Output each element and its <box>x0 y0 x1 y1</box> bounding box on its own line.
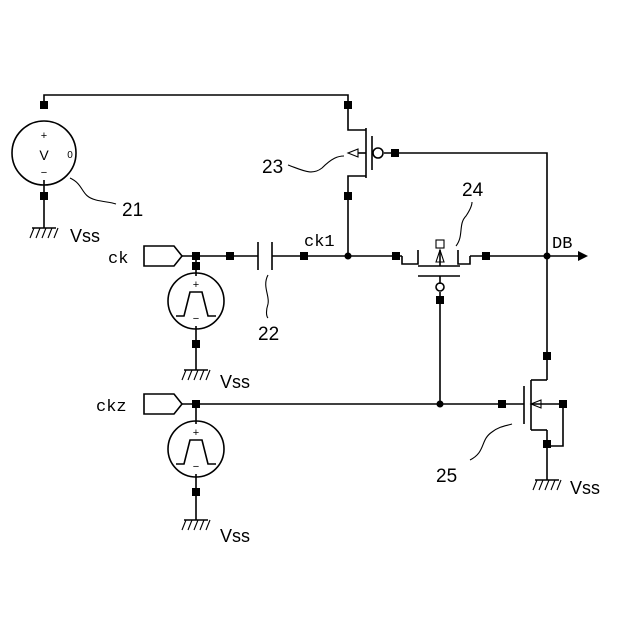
ckz-input-port <box>144 394 182 414</box>
vss-label: Vss <box>70 226 100 246</box>
leader-25 <box>470 424 512 460</box>
coupling-capacitor <box>258 242 272 270</box>
wire-nmos-body <box>547 404 563 446</box>
svg-text:−: − <box>193 313 199 325</box>
pmos-transistor <box>348 105 383 180</box>
ref-label-23: 23 <box>262 157 283 178</box>
vss-label: Vss <box>220 526 250 546</box>
transmission-gate <box>402 240 470 291</box>
wires <box>44 95 578 520</box>
leader-21 <box>70 178 116 204</box>
db-arrow-icon <box>578 251 588 261</box>
svg-text:−: − <box>193 461 199 473</box>
svg-text:+: + <box>193 279 199 291</box>
leader-22 <box>266 275 269 318</box>
tg-gate-bubble <box>436 283 444 291</box>
net-label-ck1: ck1 <box>304 233 335 252</box>
wire-pmos-gate-to-db <box>384 153 547 256</box>
pulse-source-ck: + − <box>168 273 224 329</box>
ref-label-21: 21 <box>122 200 143 221</box>
nmos-transistor <box>524 380 563 430</box>
terminals <box>40 101 567 496</box>
dc-source-plus: + <box>41 130 47 142</box>
svg-text:+: + <box>193 427 199 439</box>
dc-source-v: V <box>39 147 49 163</box>
vss-label: Vss <box>570 478 600 498</box>
ref-label-22: 22 <box>258 324 279 345</box>
net-label-ck: ck <box>108 250 128 269</box>
ck-input-port <box>144 246 182 266</box>
dc-source-minus: − <box>41 167 47 179</box>
pmos-gate-bubble <box>373 148 383 158</box>
leader-24 <box>456 202 472 246</box>
pulse-source-ckz: + − <box>168 421 224 477</box>
ref-label-25: 25 <box>436 466 457 487</box>
ground-icon <box>182 370 210 380</box>
vss-label: Vss <box>220 372 250 392</box>
dc-source-zero: 0 <box>67 150 73 161</box>
wire-top <box>44 95 348 105</box>
net-label-ckz: ckz <box>96 398 127 417</box>
dc-voltage-source: + V 0 − <box>12 121 76 185</box>
ground-icon <box>182 520 210 530</box>
leader-23 <box>288 156 344 172</box>
ground-icon <box>533 480 561 490</box>
tg-top-gate <box>436 240 444 248</box>
ref-label-24: 24 <box>462 180 484 201</box>
ground-icon <box>30 228 58 238</box>
net-label-db: DB <box>552 235 572 254</box>
